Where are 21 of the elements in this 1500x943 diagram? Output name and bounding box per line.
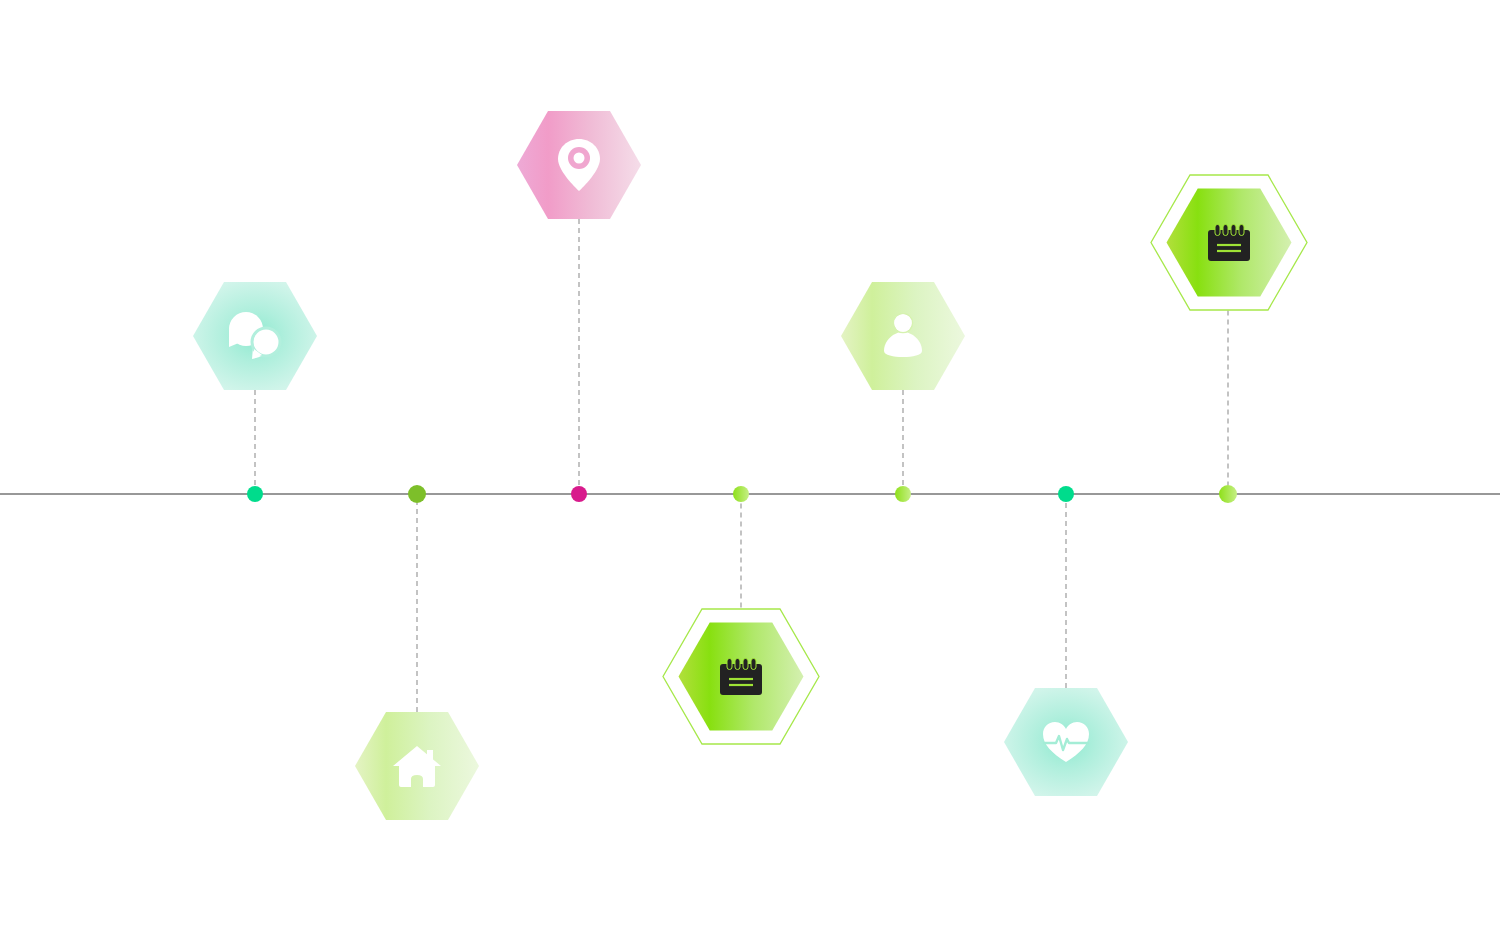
timeline-dot <box>895 486 911 502</box>
dashed-connector <box>902 389 904 487</box>
timeline-dot <box>1058 486 1074 502</box>
dashed-connector <box>416 502 418 713</box>
timeline-dot <box>571 486 587 502</box>
dashed-connector <box>254 389 256 487</box>
dashed-connector <box>740 501 742 609</box>
hexagon-tile <box>517 111 641 219</box>
hexagon-tile <box>1150 173 1308 311</box>
timeline-dot <box>1219 485 1237 503</box>
hexagon-tile <box>193 282 317 390</box>
dashed-connector <box>578 218 580 487</box>
timeline-dot <box>247 486 263 502</box>
timeline-dot <box>408 485 426 503</box>
hexagon-tile <box>1004 688 1128 796</box>
hexagon-tile <box>662 607 820 745</box>
timeline-dot <box>733 486 749 502</box>
hexagon-tile <box>355 712 479 820</box>
dashed-connector <box>1227 309 1229 486</box>
hexagon-tile <box>841 282 965 390</box>
dashed-connector <box>1065 501 1067 689</box>
